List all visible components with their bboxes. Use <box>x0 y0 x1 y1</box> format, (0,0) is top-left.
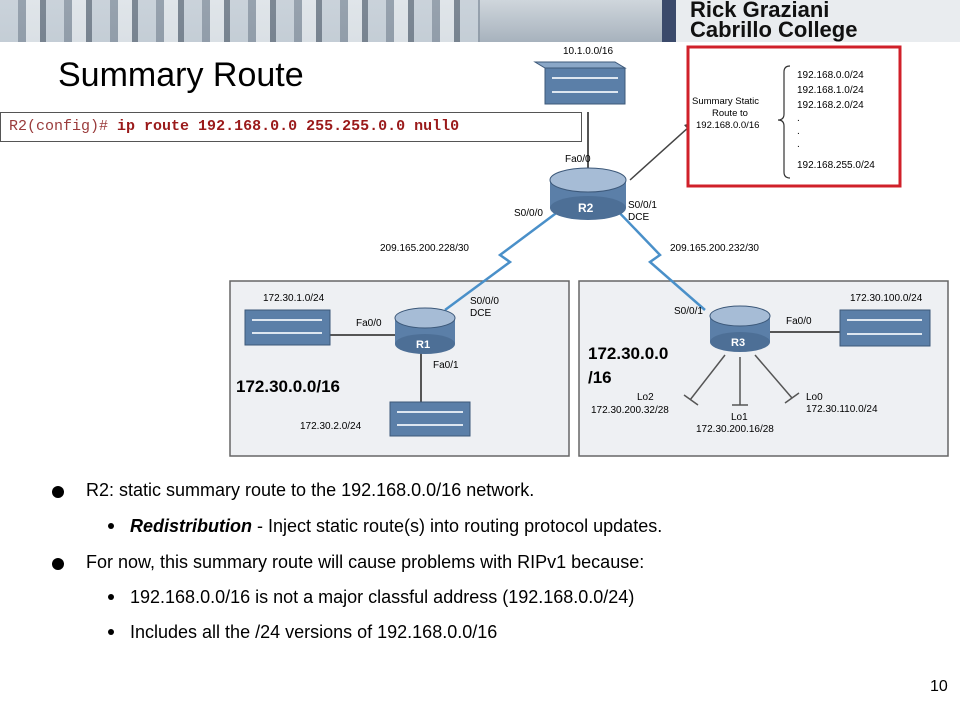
slide-title: Summary Route <box>58 56 304 94</box>
r1-switch2-label: 172.30.2.0/24 <box>300 421 362 432</box>
r3-name: R3 <box>731 337 745 349</box>
bullet-2-text: For now, this summary route will cause p… <box>86 552 645 572</box>
logo-college: Cabrillo College <box>690 17 858 42</box>
summary-route-dot-1: . <box>797 113 800 124</box>
logo-block <box>676 0 960 42</box>
bullet-dot <box>52 558 64 570</box>
command-box: R2(config)# ip route 192.168.0.0 255.255… <box>0 112 582 142</box>
switch-r1-top-icon <box>244 309 331 346</box>
lo0-name: Lo0 <box>806 392 823 403</box>
r1-summary-label: 172.30.0.0/16 <box>236 377 340 396</box>
summary-route-dot-2: . <box>797 126 800 137</box>
bullet-2b: Includes all the /24 versions of 192.168… <box>108 622 498 643</box>
sub-bullet-dot <box>108 629 114 635</box>
switch-r3-icon <box>839 309 931 347</box>
summary-route-dot-3: . <box>797 139 800 150</box>
summary-route-last: 192.168.255.0/24 <box>797 160 875 171</box>
r2-name: R2 <box>578 201 594 215</box>
r1-fa00-label: Fa0/0 <box>356 318 382 329</box>
link-left-label: 209.165.200.228/30 <box>380 243 469 254</box>
logo-name: Rick Graziani <box>690 0 830 22</box>
r1-s000-label: S0/0/0 <box>470 296 499 307</box>
bullet-dot <box>52 486 64 498</box>
r3-switch-label: 172.30.100.0/24 <box>850 293 923 304</box>
r1-name: R1 <box>416 339 430 351</box>
router-r2-icon <box>549 167 627 220</box>
summary-route-2: 192.168.1.0/24 <box>797 85 864 96</box>
sub-bullet-dot <box>108 594 114 600</box>
lo2-end <box>683 394 699 406</box>
page-number: 10 <box>930 678 948 695</box>
lo2-net: 172.30.200.32/28 <box>591 405 669 416</box>
r2-s001-label: S0/0/1 <box>628 200 657 211</box>
lo0-end <box>784 392 800 404</box>
r3-fa00-label: Fa0/0 <box>786 316 812 327</box>
switch-top-label: 10.1.0.0/16 <box>563 46 613 57</box>
router-r3-icon <box>709 305 771 352</box>
bullet-2a: 192.168.0.0/16 is not a major classful a… <box>108 587 635 608</box>
bullet-1a: Redistribution - Inject static route(s) … <box>108 516 663 537</box>
r1-dce-label: DCE <box>470 308 491 319</box>
switch-top-icon <box>533 61 627 105</box>
bullet-2: For now, this summary route will cause p… <box>52 552 645 573</box>
r2-fa-label: Fa0/0 <box>565 154 591 165</box>
lo1-net: 172.30.200.16/28 <box>696 424 774 435</box>
r3-summary-line1: 172.30.0.0 <box>588 344 668 363</box>
link-right-label: 209.165.200.232/30 <box>670 243 759 254</box>
summary-route-1: 192.168.0.0/24 <box>797 70 864 81</box>
serial-link-r1-r2 <box>444 203 568 312</box>
lo0-line <box>754 354 793 399</box>
lo0-net: 172.30.110.0/24 <box>806 404 878 415</box>
command-text: ip route 192.168.0.0 255.255.0.0 null0 <box>117 118 460 135</box>
bullet-1a-text: - Inject static route(s) into routing pr… <box>252 516 663 536</box>
switch-r1-bottom-icon <box>389 401 471 437</box>
summary-route-3: 192.168.2.0/24 <box>797 100 864 111</box>
r1-switch1-label: 172.30.1.0/24 <box>263 293 325 304</box>
bullet-1a-bold: Redistribution <box>130 516 252 536</box>
bullet-1-text: R2: static summary route to the 192.168.… <box>86 480 535 500</box>
bullet-1: R2: static summary route to the 192.168.… <box>52 480 535 501</box>
serial-link-r2-r3 <box>611 204 706 311</box>
r3-s001-label: S0/0/1 <box>674 306 703 317</box>
router-r1-icon <box>394 307 456 354</box>
header-banner: Rick Graziani Cabrillo College <box>0 0 960 42</box>
summary-box <box>686 45 902 188</box>
r2-s000-label: S0/0/0 <box>514 208 543 219</box>
lo2-line <box>689 354 726 401</box>
lo2-name: Lo2 <box>637 392 654 403</box>
command-prompt: R2(config)# <box>9 118 109 135</box>
summary-arrow-line <box>629 125 691 181</box>
summary-brace <box>777 65 791 179</box>
r1-fa01-label: Fa0/1 <box>433 360 459 371</box>
r3-summary-line2: /16 <box>588 368 612 387</box>
lo1-name: Lo1 <box>731 412 748 423</box>
summary-label-3: 192.168.0.0/16 <box>696 120 759 131</box>
summary-label-2: Route to <box>712 108 748 119</box>
header-photo <box>0 0 480 42</box>
r2-dce-label: DCE <box>628 212 649 223</box>
sub-bullet-dot <box>108 523 114 529</box>
bullet-2b-text: Includes all the /24 versions of 192.168… <box>130 622 498 642</box>
bullet-2a-text: 192.168.0.0/16 is not a major classful a… <box>130 587 635 607</box>
summary-label-1: Summary Static <box>692 96 759 107</box>
